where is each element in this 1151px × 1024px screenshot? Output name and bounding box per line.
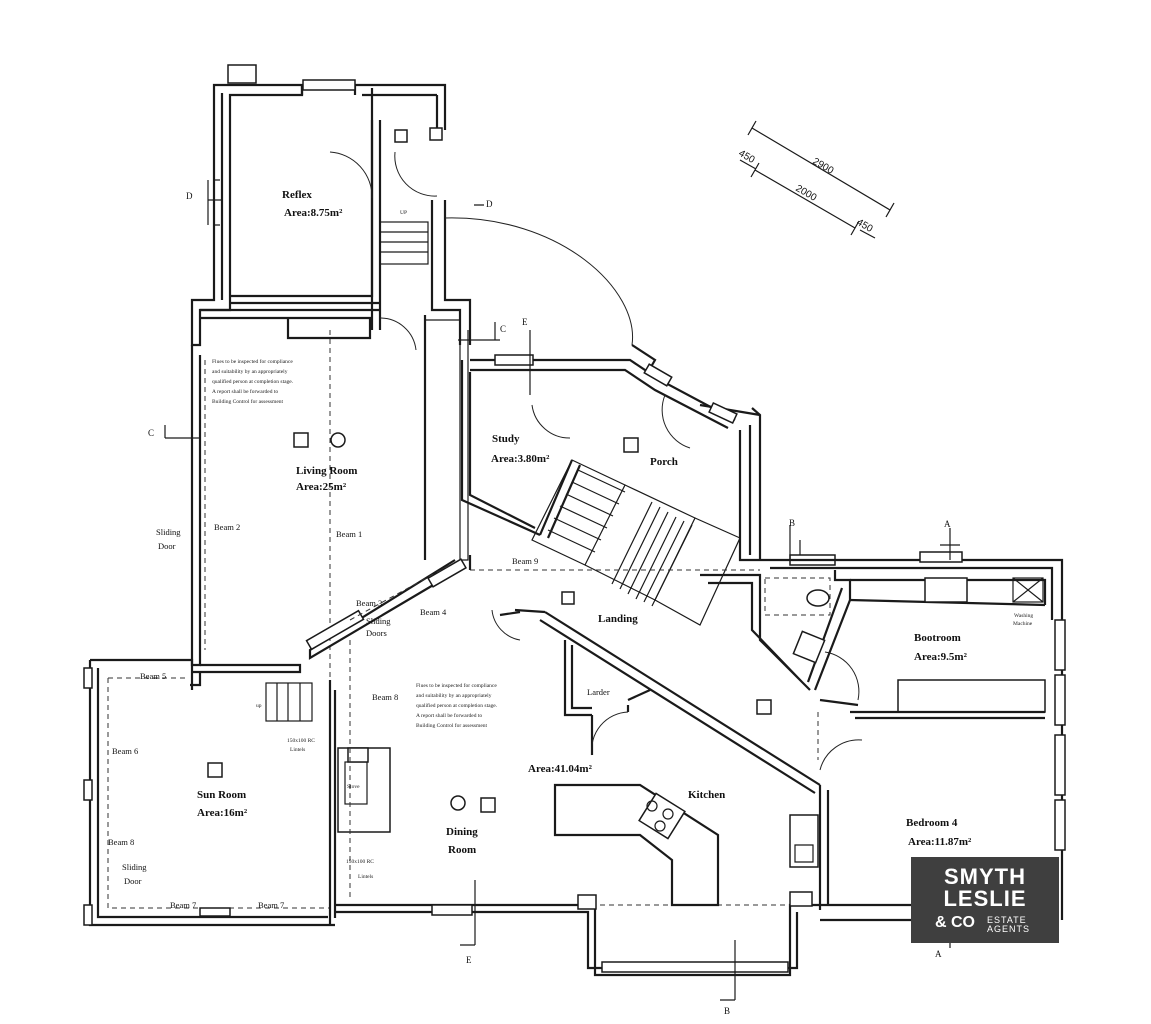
- living-walls: [190, 308, 469, 740]
- lintel-label-4: Lintels: [358, 874, 373, 880]
- beam9-label: Beam 9: [512, 556, 538, 566]
- beam8-label: Beam 8: [372, 692, 398, 702]
- logo-estate: ESTATE: [987, 915, 1027, 925]
- reflex-area: Area:8.75m²: [284, 207, 343, 219]
- logo-line-leslie: LESLIE: [943, 886, 1027, 911]
- beam7a-label: Beam 7: [170, 900, 196, 910]
- sunroom-walls: [83, 658, 337, 927]
- beam5-label: Beam 5: [140, 671, 166, 681]
- dining-line2: Room: [448, 844, 476, 856]
- lintel-label-3: 150x100 RC: [346, 859, 374, 865]
- bootroom-area: Area:9.5m²: [914, 651, 968, 663]
- sunroom-name: Sun Room: [197, 789, 246, 801]
- sunroom-area: Area:16m²: [197, 807, 248, 819]
- section-d-right: D: [486, 199, 493, 209]
- study-area: Area:3.80m²: [491, 453, 550, 465]
- washing-line1: Washing: [1014, 613, 1033, 619]
- sunroom-stair-up: up: [256, 703, 262, 709]
- porch-name: Porch: [650, 456, 678, 468]
- dining-note-line: Flues to be inspected for compliance: [416, 682, 497, 689]
- living-note-line: and suitability by an appropriately: [212, 369, 288, 375]
- wc-area: [700, 554, 852, 691]
- lintel-label-1: 150x100 RC: [287, 738, 315, 744]
- dining-note-line: A report shall be forwarded to: [416, 712, 482, 719]
- sunroom-sliding-line1: Sliding: [122, 862, 147, 872]
- beam1-label: Beam 1: [336, 529, 362, 539]
- living-name: Living Room: [296, 465, 357, 477]
- kitchen-area: Area:41.04m²: [528, 763, 593, 775]
- study-porch-walls: [460, 344, 762, 562]
- reflex-walls: [190, 64, 447, 347]
- kitchen-name: Kitchen: [688, 789, 725, 801]
- dimension-2900: 2900: [811, 156, 836, 177]
- dining-note-line: qualified person at completion stage.: [416, 702, 498, 709]
- reflex-stair-up: UP: [400, 210, 407, 216]
- section-d-left: D: [186, 191, 193, 201]
- logo-co: & CO: [935, 914, 975, 931]
- living-note-line: Building Control for assessment: [212, 398, 284, 405]
- beam2-label: Beam 2: [214, 522, 240, 532]
- dining-note: Flues to be inspected for compliance and…: [416, 682, 498, 729]
- dimension-450-left: 450: [737, 148, 757, 166]
- landing-name: Landing: [598, 613, 638, 625]
- dining-kitchen: [335, 640, 820, 977]
- living-note-line: qualified person at completion stage.: [212, 378, 294, 385]
- section-c-left: C: [148, 428, 154, 438]
- lintel-label-2: Lintels: [290, 747, 305, 753]
- landing-stairs: [470, 459, 760, 626]
- dimension-450-right: 450: [855, 217, 875, 235]
- agency-logo: SMYTH LESLIE & CO ESTATE AGENTS: [911, 857, 1059, 943]
- bootroom-walls: [756, 551, 1066, 920]
- stove-label: Stove: [347, 784, 360, 790]
- section-a-bottom: A: [935, 949, 942, 959]
- washing-line2: Machine: [1013, 621, 1033, 627]
- living-area: Area:25m²: [296, 481, 347, 493]
- dining-note-line: and suitability by an appropriately: [416, 693, 492, 699]
- beam8b-label: Beam 8: [108, 837, 134, 847]
- dimension-lines: [739, 120, 895, 239]
- dimension-2000: 2000: [794, 183, 819, 204]
- bootroom-name: Bootroom: [914, 632, 961, 644]
- porch-swing-arc: [444, 217, 634, 346]
- logo-line-smyth: SMYTH: [944, 864, 1026, 889]
- section-b-bottom: B: [724, 1006, 730, 1016]
- sliding-doors-line2: Doors: [366, 628, 387, 638]
- section-a-top: A: [944, 519, 951, 529]
- living-note-line: Flues to be inspected for compliance: [212, 358, 293, 365]
- reflex-stairs: [329, 120, 472, 351]
- sliding-door-line1: Sliding: [156, 527, 181, 537]
- reflex-name: Reflex: [282, 189, 312, 201]
- sliding-doors-line1: Sliding: [366, 616, 391, 626]
- logo-agents: AGENTS: [987, 924, 1031, 934]
- larder-name: Larder: [587, 687, 610, 697]
- bedroom4-name: Bedroom 4: [906, 817, 958, 829]
- beam3-label: Beam 3: [356, 598, 382, 608]
- dining-line1: Dining: [446, 826, 478, 838]
- landing-walls: [305, 555, 821, 794]
- beam4-label: Beam 4: [420, 607, 447, 617]
- bedroom4-area: Area:11.87m²: [908, 836, 972, 848]
- section-b-top: B: [789, 518, 795, 528]
- study-name: Study: [492, 433, 520, 445]
- beam6-label: Beam 6: [112, 746, 138, 756]
- sunroom-sliding-line2: Door: [124, 876, 142, 886]
- living-note-line: A report shall be forwarded to: [212, 388, 278, 395]
- section-e-top: E: [522, 317, 528, 327]
- beam7b-label: Beam 7: [258, 900, 284, 910]
- section-markers: [164, 199, 960, 1001]
- section-c-right: C: [500, 324, 506, 334]
- living-note: Flues to be inspected for compliance and…: [212, 358, 294, 405]
- sliding-door-line2: Door: [158, 541, 176, 551]
- section-e-bottom: E: [466, 955, 472, 965]
- dining-note-line: Building Control for assessment: [416, 722, 488, 729]
